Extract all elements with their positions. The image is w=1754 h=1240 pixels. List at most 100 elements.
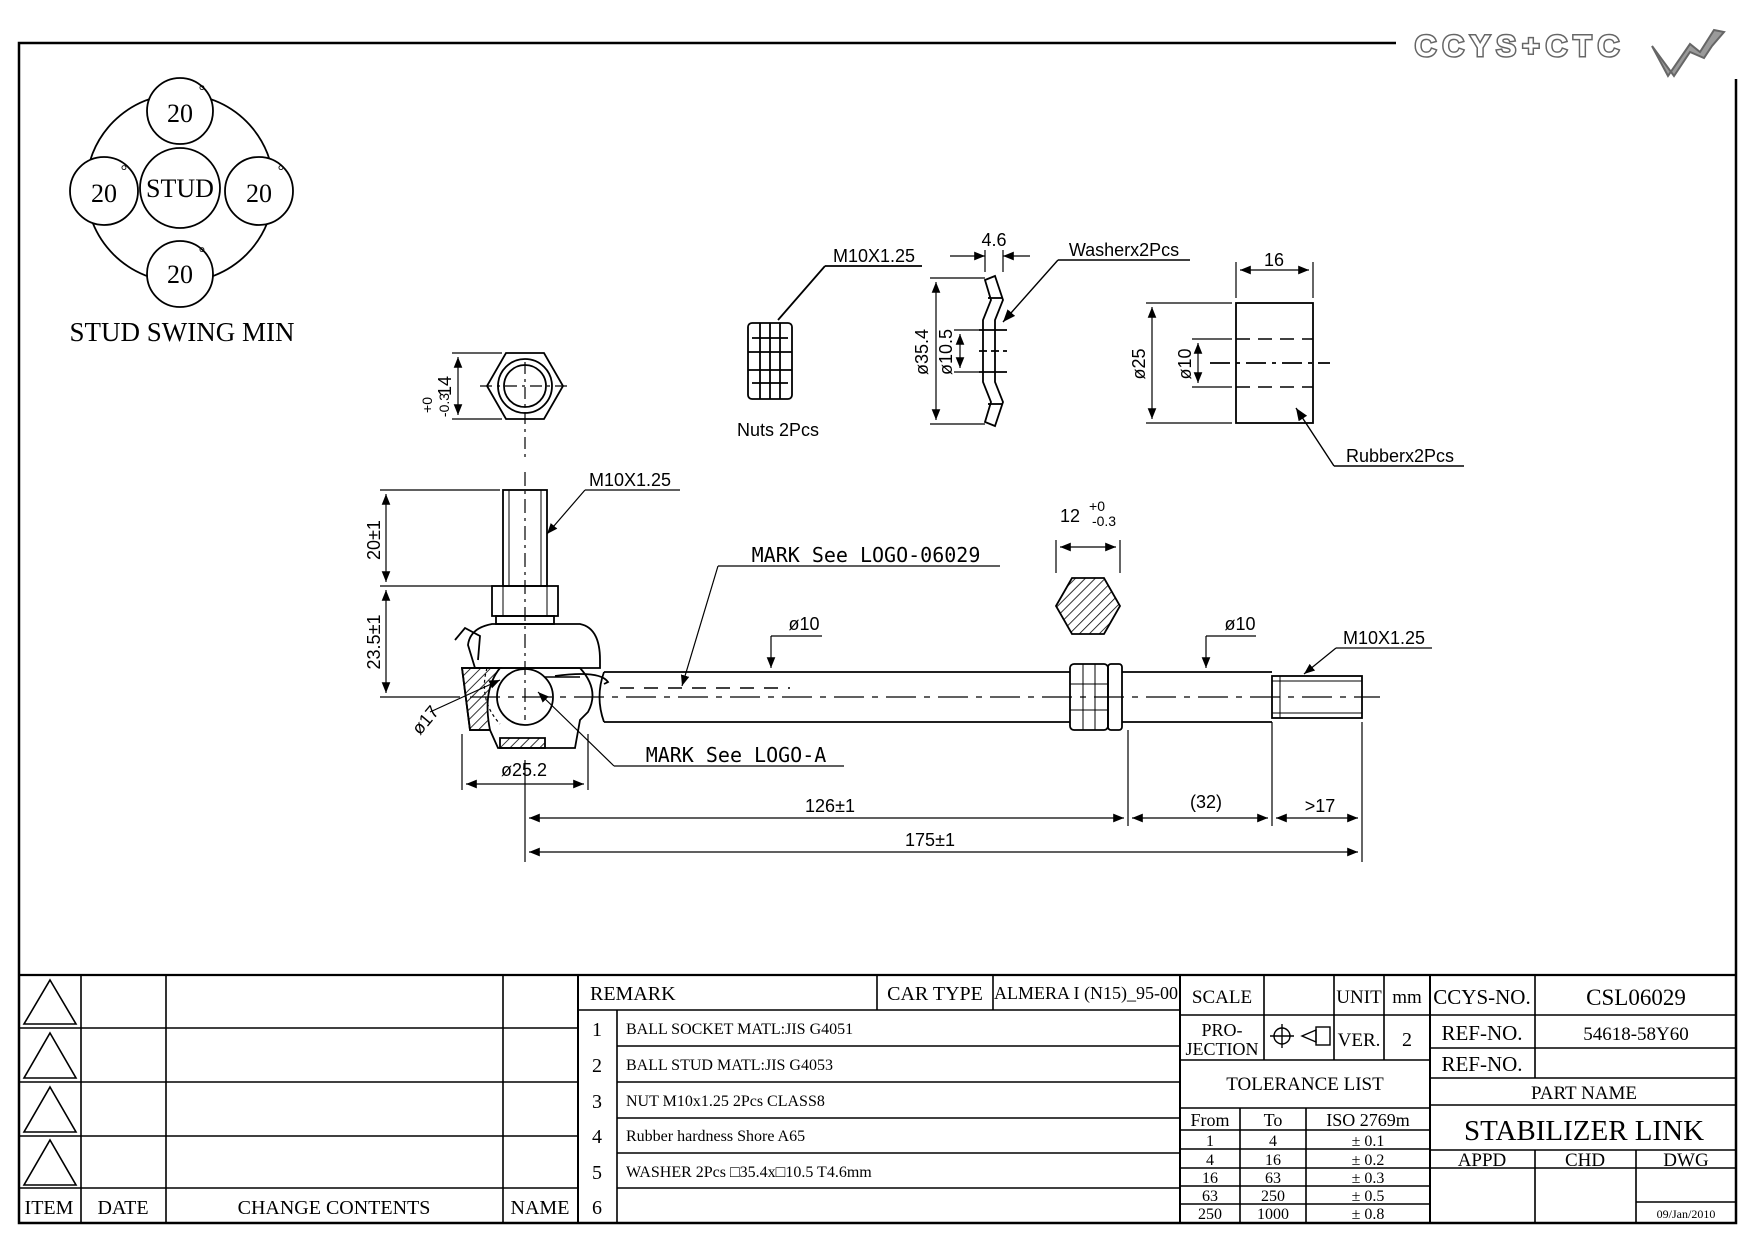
drawing-border — [17, 41, 1738, 1225]
ball-diameter-label: ø17 — [408, 702, 443, 739]
degree-mark-left: ° — [121, 163, 127, 180]
car-type-label: CAR TYPE — [887, 983, 983, 1005]
ref-no2-label: REF-NO. — [1441, 1052, 1522, 1076]
scale-label: SCALE — [1192, 987, 1252, 1008]
remark-text-5: WASHER 2Pcs □35.4x□10.5 T4.6mm — [626, 1164, 872, 1181]
degree-mark-right: ° — [278, 163, 284, 180]
company-logo: CCYS+CTC — [1413, 28, 1726, 78]
rubber-id-label: ø10 — [1175, 348, 1195, 379]
tol-from-2: 4 — [1206, 1152, 1214, 1169]
rubber-detail — [1146, 262, 1464, 467]
hex12-tol-lower: -0.3 — [1092, 513, 1116, 529]
rubber-od-label: ø25 — [1129, 348, 1149, 379]
tol-from-4: 63 — [1202, 1188, 1218, 1205]
tol-header-to: To — [1264, 1110, 1283, 1130]
hex12-section-view — [1054, 540, 1122, 635]
tolerance-label: TOLERANCE LIST — [1226, 1074, 1384, 1095]
projection-label-a: PRO- — [1201, 1020, 1242, 1040]
logo-text: CCYS+CTC — [1415, 30, 1626, 63]
degree-mark-top: ° — [199, 83, 205, 100]
stud-swing-labels: STUD 20 20 20 20 ° ° ° ° STUD SWING MIN — [70, 83, 295, 347]
tol-to-2: 16 — [1265, 1152, 1281, 1169]
nuts-caption: Nuts 2Pcs — [737, 420, 819, 440]
ver-value: 2 — [1402, 1029, 1412, 1051]
ccys-no-value: CSL06029 — [1586, 985, 1686, 1010]
rev-header-name: NAME — [511, 1197, 570, 1219]
appd-label: APPD — [1458, 1150, 1507, 1171]
title-block-lines — [19, 973, 1736, 1223]
tol-value-1: ± 0.1 — [1352, 1133, 1385, 1150]
ccys-no-label: CCYS-NO. — [1433, 985, 1530, 1009]
revision-triangle-icon — [22, 1138, 78, 1186]
remark-text-3: NUT M10x1.25 2Pcs CLASS8 — [626, 1093, 825, 1110]
rubber-length-label: 16 — [1264, 250, 1284, 270]
swing-angle-top: 20 — [167, 99, 193, 128]
swing-angle-left: 20 — [91, 179, 117, 208]
hex12-value: 12 — [1060, 506, 1080, 526]
washer-od-label: ø35.4 — [912, 329, 932, 375]
drawing-date: 09/Jan/2010 — [1657, 1207, 1716, 1221]
rev-header-change: CHANGE CONTENTS — [238, 1197, 431, 1219]
shaft-diameter-2: ø10 — [1224, 614, 1255, 634]
remark-no-5: 5 — [592, 1162, 602, 1184]
tol-value-3: ± 0.3 — [1352, 1170, 1385, 1187]
tol-value-4: ± 0.5 — [1352, 1188, 1385, 1205]
projection-label-b: JECTION — [1186, 1039, 1259, 1059]
unit-label: UNIT — [1336, 987, 1382, 1008]
stud-thread-label: M10X1.25 — [589, 470, 671, 490]
tol-to-3: 63 — [1265, 1170, 1281, 1187]
remark-text-4: Rubber hardness Shore A65 — [626, 1128, 805, 1145]
mark-logo-06029: MARK See LOGO-06029 — [752, 543, 981, 567]
ref-no-label: REF-NO. — [1441, 1021, 1522, 1045]
assembly-dimension-labels: M10X1.25 20±1 23.5±1 ø17 ø25.2 MARK See … — [364, 470, 1425, 850]
tol-to-1: 4 — [1269, 1133, 1277, 1150]
tol-value-5: ± 0.8 — [1352, 1206, 1385, 1223]
end-thread-label: M10X1.25 — [1343, 628, 1425, 648]
part-name-value: STABILIZER LINK — [1464, 1115, 1704, 1147]
socket-diameter-label: ø25.2 — [501, 760, 547, 780]
dwg-label: DWG — [1663, 1150, 1709, 1171]
stud-length-label: 20±1 — [364, 520, 384, 560]
part-name-label: PART NAME — [1531, 1083, 1637, 1104]
swing-angle-bottom: 20 — [167, 260, 193, 289]
car-type-value: ALMERA I (N15)_95-00 — [994, 983, 1178, 1004]
revision-triangle-icon — [22, 978, 78, 1025]
unit-value: mm — [1392, 987, 1422, 1008]
remark-label: REMARK — [590, 983, 676, 1005]
tol-header-from: From — [1190, 1110, 1229, 1130]
hex14-value: 14 — [435, 376, 455, 396]
tol-from-1: 1 — [1206, 1133, 1214, 1150]
swing-caption: STUD SWING MIN — [70, 317, 295, 347]
rev-header-date: DATE — [97, 1197, 148, 1219]
revision-triangle-icon — [22, 1085, 78, 1133]
tol-to-5: 1000 — [1257, 1206, 1289, 1223]
remark-no-2: 2 — [592, 1055, 602, 1077]
nut-thread-label: M10X1.25 — [833, 246, 915, 266]
dim-126: 126±1 — [805, 796, 855, 816]
assembly-dimensions — [380, 489, 1432, 862]
washer-thickness-label: 4.6 — [981, 230, 1006, 250]
dim-17: >17 — [1305, 796, 1336, 816]
hex14-tol-upper: +0 — [419, 397, 435, 413]
stud-swing-diagram — [69, 77, 294, 308]
ver-label: VER. — [1338, 1030, 1381, 1051]
nut-detail — [747, 265, 922, 400]
tol-value-2: ± 0.2 — [1352, 1152, 1385, 1169]
rev-header-item: ITEM — [25, 1197, 74, 1219]
rubber-caption: Rubberx2Pcs — [1346, 446, 1454, 466]
hex-nut-end-view — [452, 352, 572, 460]
dim-175: 175±1 — [905, 830, 955, 850]
remark-no-3: 3 — [592, 1091, 602, 1113]
ref-no-value: 54618-58Y60 — [1583, 1024, 1689, 1045]
swing-angle-right: 20 — [246, 179, 272, 208]
logo-wing-icon — [1651, 28, 1726, 78]
washer-id-label: ø10.5 — [936, 329, 956, 375]
mark-logo-a: MARK See LOGO-A — [646, 743, 827, 767]
revision-triangle-icon — [22, 1031, 78, 1079]
swing-center-label: STUD — [146, 174, 214, 203]
remark-text-1: BALL SOCKET MATL:JIS G4051 — [626, 1021, 853, 1038]
degree-mark-bottom: ° — [199, 245, 205, 262]
tol-header-iso: ISO 2769m — [1326, 1110, 1410, 1130]
